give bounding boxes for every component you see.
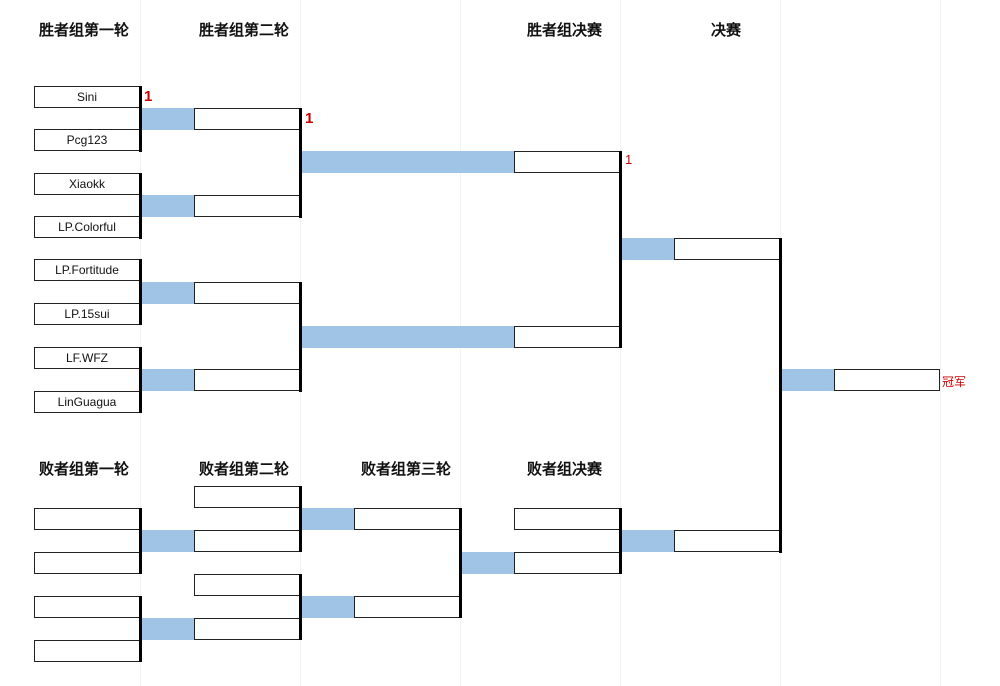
match-slot[interactable] <box>514 151 620 173</box>
header-lb-round3: 败者组第三轮 <box>361 460 452 478</box>
grid-line <box>940 0 941 686</box>
match-slot[interactable] <box>194 108 300 130</box>
bracket-line <box>779 238 782 553</box>
match-score: 1 <box>625 152 633 167</box>
header-wb-final: 胜者组决赛 <box>527 21 603 39</box>
player-slot[interactable]: LF.WFZ <box>34 347 140 369</box>
header-lb-round1: 败者组第一轮 <box>39 460 130 478</box>
header-lb-round2: 败者组第二轮 <box>199 460 290 478</box>
advance-connector <box>302 151 514 173</box>
header-wb-round1: 胜者组第一轮 <box>39 21 130 39</box>
match-slot[interactable] <box>674 238 780 260</box>
match-slot[interactable] <box>194 530 300 552</box>
header-lb-final: 败者组决赛 <box>527 460 603 478</box>
advance-connector <box>782 369 834 391</box>
bracket-line <box>299 574 302 640</box>
match-slot[interactable] <box>34 596 140 618</box>
grid-line <box>140 0 141 686</box>
match-slot[interactable] <box>34 552 140 574</box>
advance-connector <box>142 108 194 130</box>
bracket-line <box>299 108 302 218</box>
advance-connector <box>142 282 194 304</box>
bracket-line <box>139 347 142 413</box>
advance-connector <box>142 195 194 217</box>
header-grand-final: 决赛 <box>711 21 742 39</box>
player-slot[interactable]: LP.Fortitude <box>34 259 140 281</box>
match-slot[interactable] <box>194 618 300 640</box>
player-slot[interactable]: LinGuagua <box>34 391 140 413</box>
match-slot[interactable] <box>194 574 300 596</box>
advance-connector <box>302 508 354 530</box>
player-slot[interactable]: Sini <box>34 86 140 108</box>
match-slot[interactable] <box>354 508 460 530</box>
bracket-line <box>139 596 142 662</box>
bracket-line <box>139 508 142 574</box>
match-slot[interactable] <box>354 596 460 618</box>
advance-connector <box>462 552 514 574</box>
match-slot[interactable] <box>34 508 140 530</box>
match-slot[interactable] <box>514 552 620 574</box>
player-slot[interactable]: Xiaokk <box>34 173 140 195</box>
advance-connector <box>302 596 354 618</box>
bracket-line <box>299 282 302 392</box>
match-slot[interactable] <box>194 486 300 508</box>
bracket-line <box>139 173 142 239</box>
match-slot[interactable] <box>194 369 300 391</box>
advance-connector <box>142 618 194 640</box>
bracket-line <box>139 86 142 152</box>
header-wb-round2: 胜者组第二轮 <box>199 21 290 39</box>
bracket-line <box>619 151 622 348</box>
bracket-line <box>459 508 462 618</box>
match-slot[interactable] <box>194 282 300 304</box>
match-score: 1 <box>305 110 314 127</box>
match-slot[interactable] <box>674 530 780 552</box>
advance-connector <box>622 238 674 260</box>
advance-connector <box>302 326 514 348</box>
player-slot[interactable]: LP.15sui <box>34 303 140 325</box>
match-slot[interactable] <box>34 640 140 662</box>
advance-connector <box>622 530 674 552</box>
match-slot[interactable] <box>514 326 620 348</box>
champion-label: 冠军 <box>942 375 967 389</box>
match-slot[interactable] <box>194 195 300 217</box>
advance-connector <box>142 530 194 552</box>
match-slot[interactable] <box>514 508 620 530</box>
match-score: 1 <box>144 88 153 105</box>
bracket-line <box>619 508 622 574</box>
bracket-line <box>139 259 142 325</box>
champion-slot[interactable] <box>834 369 940 391</box>
advance-connector <box>142 369 194 391</box>
player-slot[interactable]: Pcg123 <box>34 129 140 151</box>
player-slot[interactable]: LP.Colorful <box>34 216 140 238</box>
bracket-line <box>299 486 302 552</box>
